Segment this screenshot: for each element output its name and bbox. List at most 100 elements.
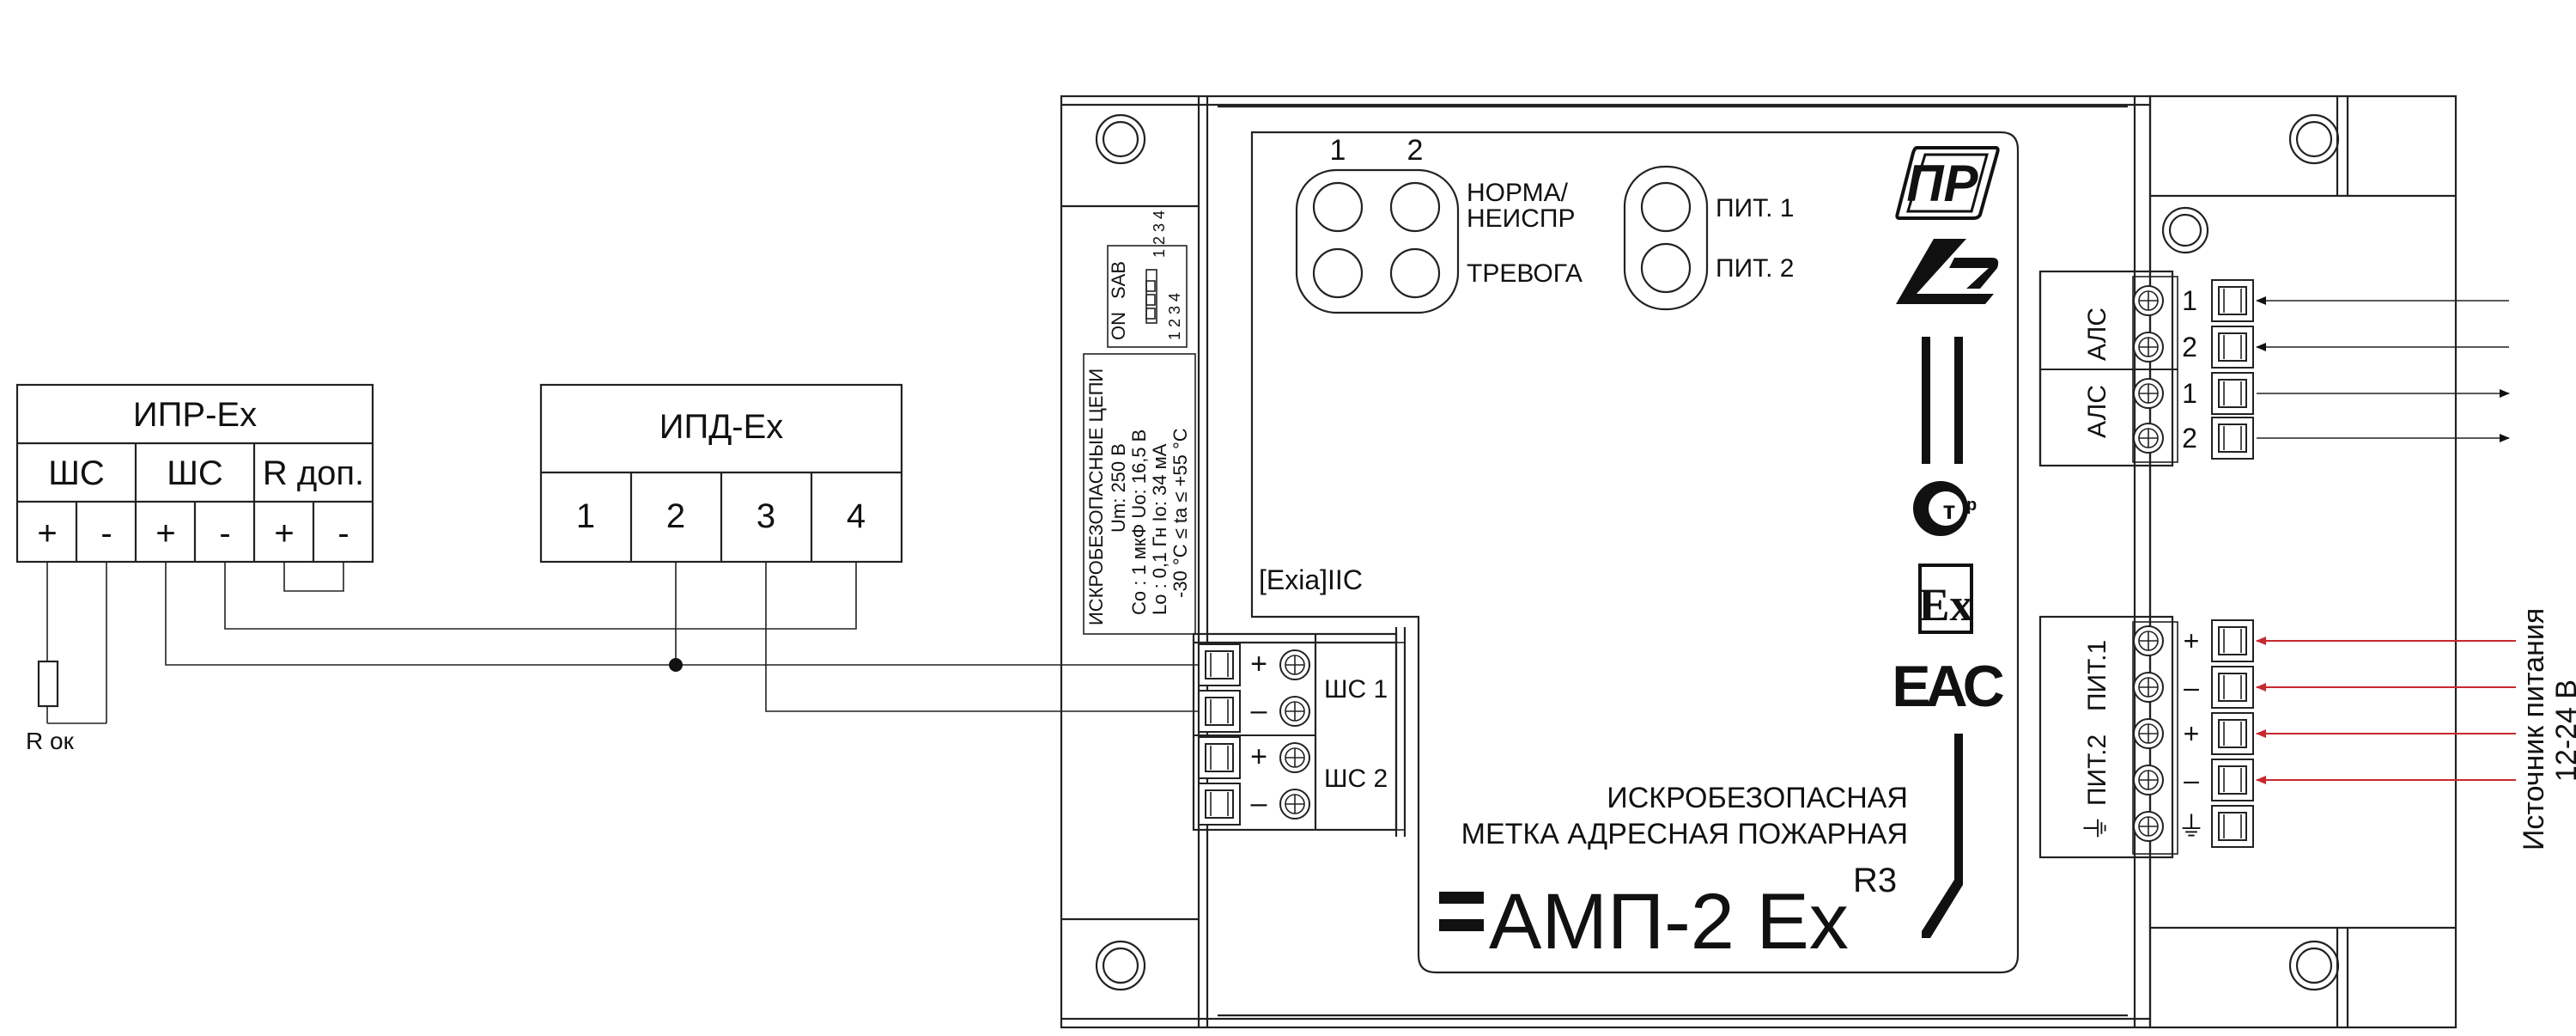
product-model: АМП-2 Ex R3 (1439, 862, 1897, 966)
power-screw-5 (2133, 811, 2164, 842)
logo-pr-text: ПР (1906, 155, 1978, 212)
product-revision: R3 (1853, 862, 1897, 899)
shs-polarity-2: – (1251, 694, 1267, 727)
shs-clamp-2 (1198, 690, 1241, 733)
specs-block: ИСКРОБЕЗОПАСНЫЕ ЦЕПИ Um: 250 В Co : 1 мк… (1083, 353, 1196, 635)
shs-clamp-1 (1198, 643, 1241, 686)
power-clamp-2 (2211, 666, 2254, 709)
stripe-mark (1922, 734, 1963, 938)
specs-line-4: -30 °С ≤ ta ≤ +55 °С (1170, 428, 1191, 598)
als-clamp-1 (2211, 279, 2254, 322)
dip-numbers-top: 1 2 3 4 (1151, 210, 1168, 258)
shs-polarity-3: + (1250, 740, 1267, 773)
ipr-terminal-2: - (100, 515, 112, 552)
led-pit-1-label: ПИТ. 1 (1716, 194, 1794, 222)
ipr-wiring: R ок (26, 562, 344, 754)
ex-mark-text: Ex (1918, 579, 1972, 631)
power-source-line-1: Источник питания (2518, 608, 2550, 850)
ipr-terminal-3: + (155, 515, 175, 552)
shs-clamp-3 (1198, 736, 1241, 779)
power-clamp-3 (2211, 712, 2254, 755)
led-pit-2 (1640, 242, 1692, 294)
led-pit-2-label: ПИТ. 2 (1716, 254, 1794, 283)
specs-line-1: Um: 250 В (1108, 443, 1129, 533)
corner-hole-bl (1095, 940, 1146, 991)
power-ground-label: ⏚ (2081, 814, 2111, 842)
cert-mark: т р (1913, 481, 1977, 536)
logo-pr: ПР (1895, 146, 2000, 220)
specs-line-2: Co : 1 мкФ Uo: 16,5 В (1128, 430, 1150, 615)
power-terminal-block: +–+–⏚ ПИТ.1 ПИТ.2 ⏚ (2038, 615, 2254, 859)
shs-terminal-block: +–+– ШС 1 ШС 2 (1192, 627, 1406, 837)
als-screw-2 (2133, 332, 2164, 363)
barrier-mark (1922, 337, 1963, 464)
als-pin-1: 1 (2182, 285, 2197, 316)
ipr-title: ИПР-Ex (133, 396, 257, 434)
led-col-1: 1 (1330, 134, 1346, 167)
shs-polarity-1: + (1250, 648, 1267, 680)
als-screw-1 (2133, 285, 2164, 316)
shs-1-label: ШС 1 (1324, 675, 1388, 704)
als-clamp-2 (2211, 326, 2254, 369)
shs-clamp-4 (1198, 783, 1241, 826)
ipr-terminal-5: + (274, 515, 294, 552)
resistor-label: R ок (26, 728, 75, 754)
ipr-group-2: ШС (167, 454, 223, 492)
label-panel (1250, 131, 2020, 974)
ipd-ex-block: ИПД-Ex 1 2 3 4 (539, 383, 903, 564)
als-pin-3: 1 (2182, 378, 2197, 409)
dip-switch: ON SAB 1 2 3 4 1 2 3 4 (1107, 210, 1188, 348)
power-pit2-label: ПИТ.2 (2083, 734, 2111, 806)
shs-screw-3 (1279, 742, 1310, 773)
ipr-group-1: ШС (48, 454, 105, 492)
dip-sab-label: SAB (1108, 261, 1129, 299)
power-polarity-1: + (2184, 625, 2200, 656)
als-label-2: АЛС (2083, 385, 2111, 438)
als-pin-4: 2 (2182, 423, 2197, 454)
ipd-terminal-1: 1 (576, 497, 595, 535)
svg-text:р: р (1966, 496, 1977, 515)
led-row-norm-b: НЕИСПР (1467, 204, 1575, 233)
ipr-ex-block: ИПР-Ex ШС ШС R доп. + - + - + - (15, 383, 374, 564)
specs-line-3: Lo : 0,1 Гн Io: 34 мА (1149, 443, 1170, 615)
als-clamp-4 (2211, 417, 2254, 460)
power-led-frame (1623, 165, 1709, 311)
led-norm-2 (1389, 181, 1441, 233)
power-clamp-4 (2211, 759, 2254, 801)
als-pin-2: 2 (2182, 332, 2197, 363)
loop-wiring (165, 562, 1200, 712)
ipr-terminal-1: + (37, 515, 57, 552)
ipr-terminal-4: - (219, 515, 230, 552)
shs-screw-4 (1279, 789, 1310, 820)
power-screw-1 (2133, 625, 2164, 656)
power-polarity-3: + (2184, 718, 2200, 749)
led-row-norm: НОРМА/ (1467, 179, 1569, 207)
product-model-text: АМП-2 Ex (1489, 878, 1849, 966)
shs-screw-1 (1279, 649, 1310, 680)
ipd-terminal-4: 4 (847, 497, 866, 535)
als-clamp-3 (2211, 372, 2254, 415)
status-led-frame (1295, 168, 1460, 314)
power-screw-3 (2133, 718, 2164, 749)
ipr-group-3: R доп. (263, 454, 364, 492)
dip-numbers: 1 2 3 4 (1166, 293, 1183, 340)
product-line-1: ИСКРОБЕЗОПАСНАЯ (1607, 782, 1908, 814)
power-polarity-5: ⏚ (2178, 811, 2205, 842)
ipr-terminal-6: - (337, 515, 349, 552)
led-norm-1 (1312, 181, 1364, 233)
power-polarity-4: – (2184, 765, 2199, 795)
als-label-1: АЛС (2083, 308, 2111, 361)
eac-mark-text: EAC (1892, 654, 2003, 719)
resistor-r-ok (37, 660, 59, 708)
ipd-terminal-3: 3 (756, 497, 775, 535)
shs-2-label: ШС 2 (1324, 765, 1388, 793)
power-screw-2 (2133, 672, 2164, 703)
als-terminal-block: 1 2 1 2 АЛС АЛС (2038, 270, 2254, 467)
power-source-line-2: 12-24 В (2550, 679, 2576, 782)
ex-mark: Ex (1918, 564, 1973, 634)
power-screw-4 (2133, 765, 2164, 795)
specs-heading: ИСКРОБЕЗОПАСНЫЕ ЦЕПИ (1085, 369, 1107, 625)
corner-hole-tl (1095, 113, 1146, 165)
